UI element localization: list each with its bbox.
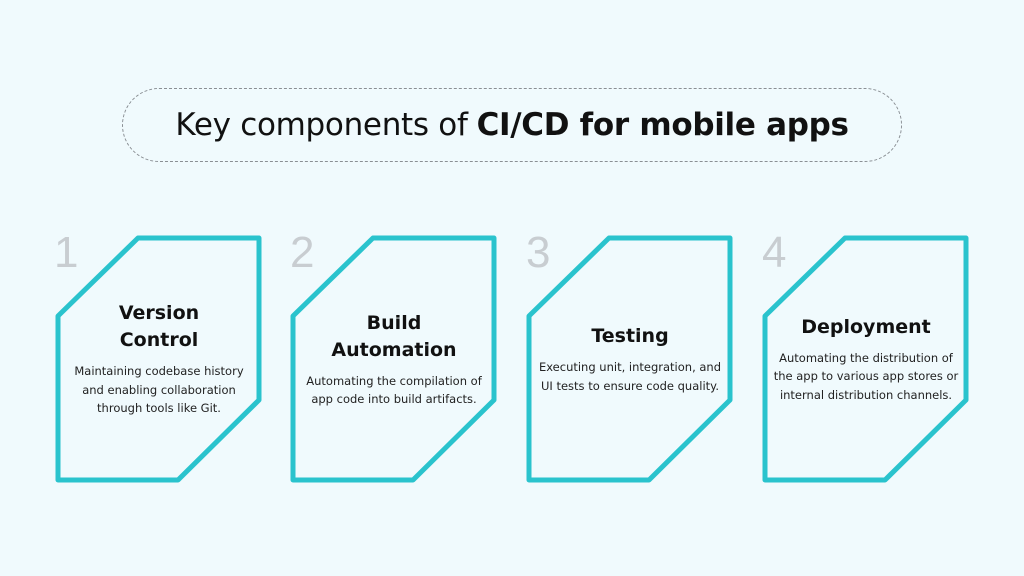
card-heading: Testing	[591, 325, 669, 347]
card-version-control: Version Control Maintaining codebase his…	[58, 236, 260, 482]
step-number-3: 3	[526, 228, 551, 277]
card-text: Automating the distribution of the app t…	[773, 350, 959, 402]
step-number-1: 1	[54, 228, 79, 277]
card-testing: Testing Executing unit, integration, and…	[529, 236, 731, 482]
card-outline-3	[526, 235, 733, 483]
title-bold: CI/CD for mobile apps	[476, 107, 849, 143]
step-number-2: 2	[290, 228, 315, 277]
card-outline-1	[55, 235, 262, 483]
card-heading: Version Control	[118, 302, 200, 352]
card-outline-4	[762, 235, 969, 483]
card-text: Executing unit, integration, and UI test…	[538, 360, 722, 393]
card-deployment: Deployment Automating the distribution o…	[765, 236, 967, 482]
card-text: Maintaining codebase history and enablin…	[74, 364, 244, 416]
step-number-4: 4	[762, 228, 787, 277]
title-regular: Key components of	[175, 107, 468, 143]
card-outline-2	[290, 235, 497, 483]
card-heading: Deployment	[801, 315, 931, 338]
card-heading: Build Automation	[331, 311, 457, 361]
card-build-automation: Build Automation Automating the compilat…	[293, 236, 495, 482]
title-pill: Key components of CI/CD for mobile apps	[122, 88, 902, 162]
card-text: Automating the compilation of app code i…	[306, 373, 482, 407]
